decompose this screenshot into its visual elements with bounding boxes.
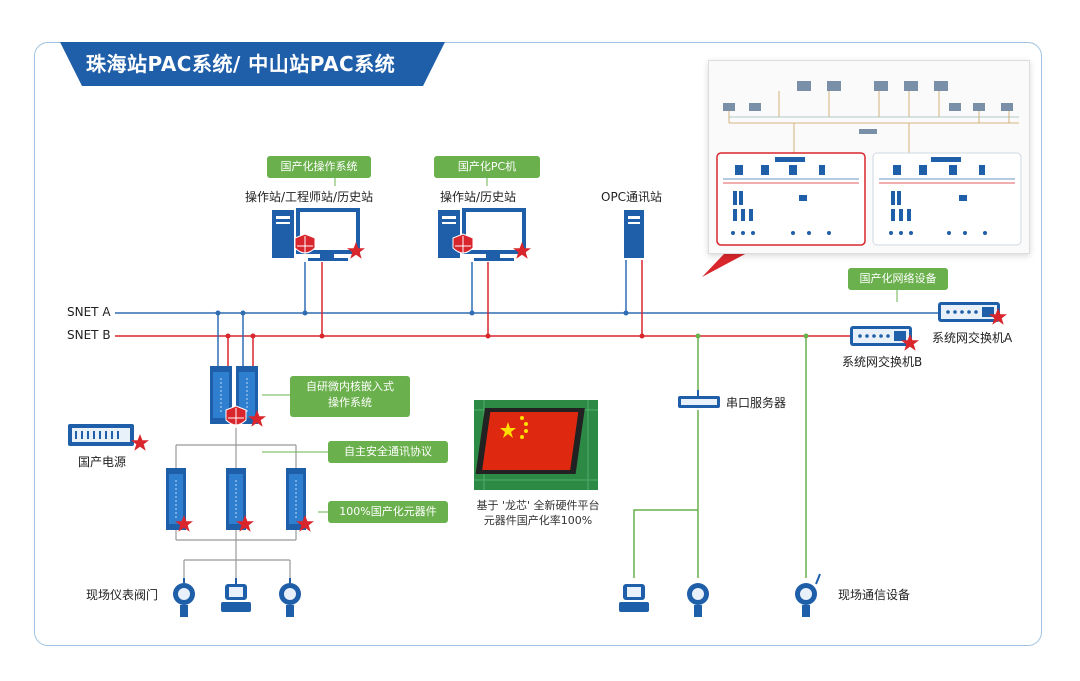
switch-b-icon: [850, 326, 912, 346]
star-icon: [347, 242, 365, 259]
star-icon: [131, 434, 149, 451]
station1-label: 操作站/工程师站/历史站: [245, 190, 374, 204]
tag-domestic-network: 国产化网络设备: [848, 268, 948, 290]
snet-a-label: SNET A: [67, 305, 111, 319]
station2-label: 操作站/历史站: [440, 190, 517, 204]
domestic-star-icons: [131, 242, 1007, 532]
chip-caption-line1: 基于 '龙芯' 全新硬件平台: [476, 499, 600, 512]
tag-domestic-components: 100%国产化元器件: [328, 501, 448, 523]
loongson-chip-image: [474, 400, 598, 490]
workstation-1-icon: [272, 208, 360, 261]
system-overview-thumbnail[interactable]: [708, 60, 1030, 254]
field-valve-icon: [221, 578, 251, 612]
power-supply-label: 国产电源: [78, 455, 127, 469]
tag-microkernel-os: 自研微内核嵌入式 操作系统: [290, 376, 410, 417]
title-banner: [60, 42, 445, 86]
chip-caption-line2: 元器件国产化率100%: [483, 514, 593, 527]
tag-microkernel-line2: 操作系统: [328, 396, 372, 409]
opc-server-icon: [624, 210, 644, 258]
field-transmitter-2-icon: [279, 578, 301, 617]
field-valve-2-icon: [619, 584, 649, 612]
io-module-1-icon: [166, 468, 186, 530]
star-icon: [248, 410, 266, 427]
controller-shield-icon: [225, 405, 247, 428]
field-comm-device-icon: [795, 573, 821, 617]
star-icon: [989, 308, 1007, 325]
switch-a-label: 系统网交换机A: [932, 331, 1013, 345]
star-icon: [236, 515, 254, 532]
tag-domestic-pc: 国产化PC机: [434, 156, 540, 178]
star-icon: [175, 515, 193, 532]
star-icon: [513, 242, 531, 259]
switch-b-label: 系统网交换机B: [842, 355, 923, 369]
opc-label: OPC通讯站: [601, 190, 663, 204]
switch-a-icon: [938, 302, 1000, 322]
star-icon: [901, 334, 919, 351]
field-comm-label: 现场通信设备: [838, 588, 911, 602]
tag-secure-protocol: 自主安全通讯协议: [328, 441, 448, 463]
workstation-2-icon: [438, 208, 526, 261]
page-title: 珠海站PAC系统/ 中山站PAC系统: [86, 52, 396, 76]
chip-caption: 基于 '龙芯' 全新硬件平台 元器件国产化率100%: [468, 498, 608, 528]
power-supply-icon: [68, 424, 134, 446]
field-transmitter-3-icon: [687, 583, 709, 617]
serial-server-label: 串口服务器: [726, 396, 787, 410]
io-module-3-icon: [286, 468, 306, 530]
tag-microkernel-line1: 自研微内核嵌入式: [306, 380, 394, 393]
tag-domestic-os: 国产化操作系统: [267, 156, 371, 178]
star-icon: [296, 515, 314, 532]
field-transmitter-1-icon: [173, 578, 195, 617]
snet-b-label: SNET B: [67, 328, 111, 342]
field-instruments-label: 现场仪表阀门: [86, 588, 159, 602]
serial-server-icon: [678, 390, 720, 408]
io-module-2-icon: [226, 468, 246, 530]
